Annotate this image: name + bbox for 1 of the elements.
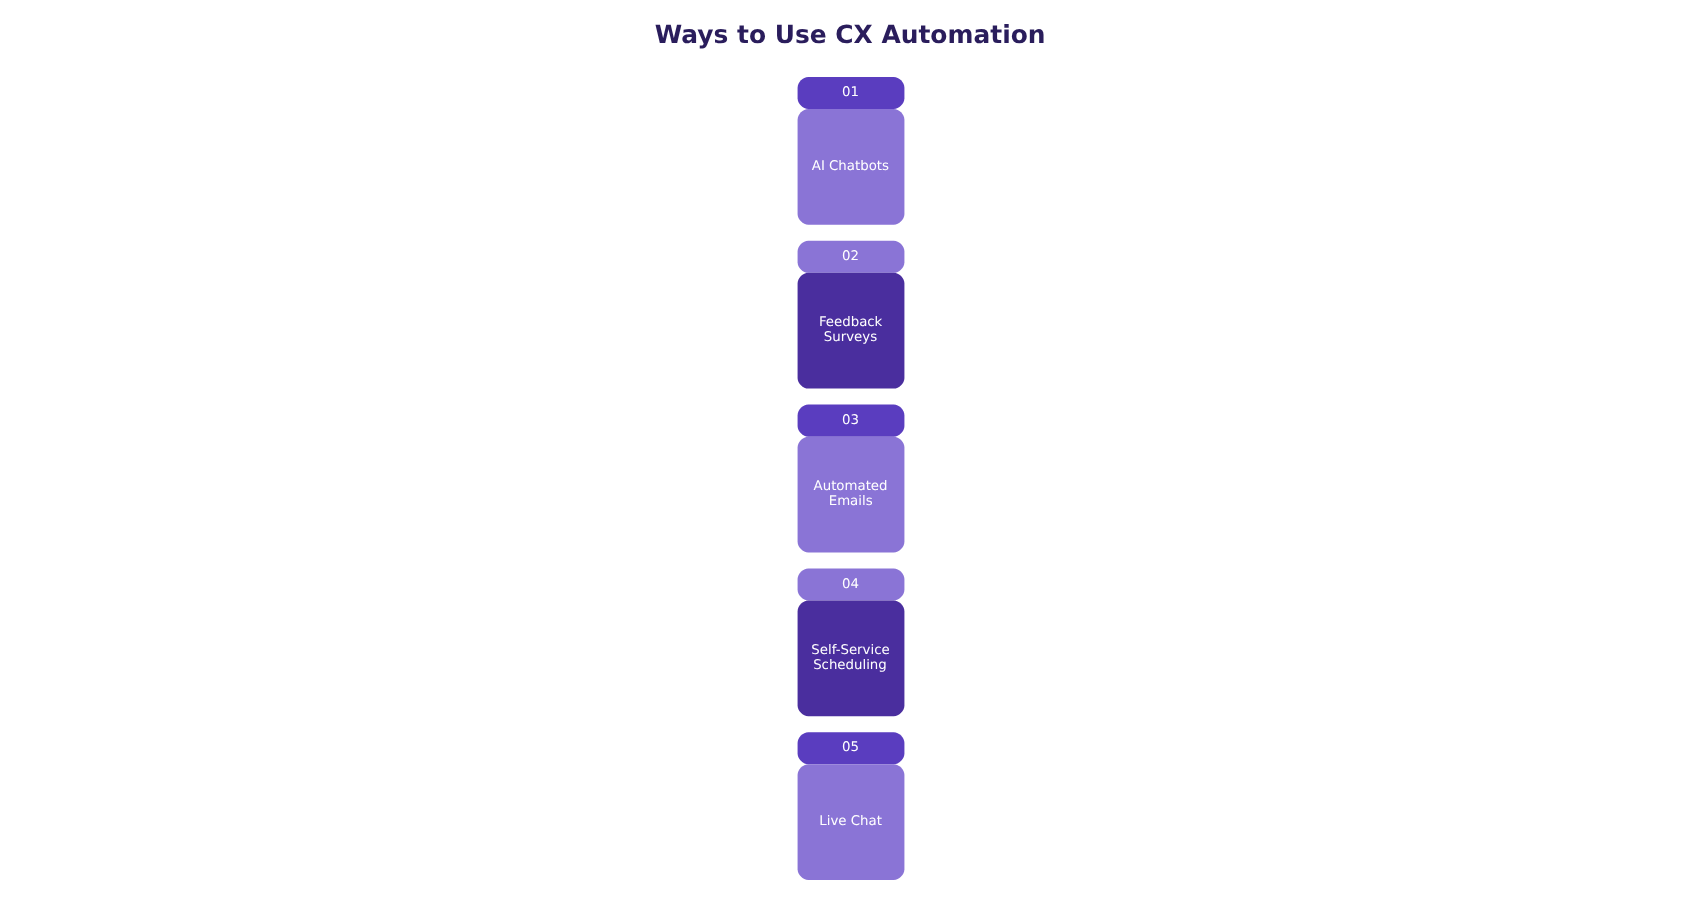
diagram-title: Ways to Use CX Automation [653,18,1045,49]
